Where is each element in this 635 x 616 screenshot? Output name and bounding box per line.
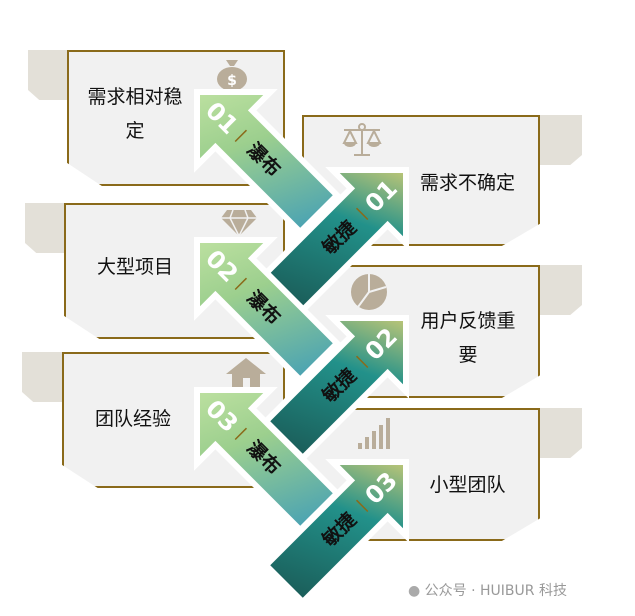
watermark-text: 公众号 · HUIBUR 科技 [424, 583, 567, 599]
divider [234, 129, 248, 143]
card-tab [25, 203, 70, 253]
divider [234, 277, 248, 291]
house-icon [226, 358, 266, 389]
watermark: ● 公众号 · HUIBUR 科技 [408, 580, 567, 600]
svg-text:$: $ [227, 73, 237, 89]
money-bag-icon: $ [217, 60, 247, 91]
card-tab [535, 408, 582, 458]
agile-card-2-text: 用户反馈重要 [420, 310, 516, 366]
divider [234, 427, 248, 441]
signal-bars-icon [358, 418, 390, 449]
card-tab [28, 50, 73, 100]
card-tab [535, 265, 582, 315]
agile-card-1-text: 需求不确定 [419, 172, 515, 194]
divider [355, 355, 369, 369]
diamond-icon [221, 209, 257, 237]
waterfall-card-1-text: 需求相对稳定 [87, 86, 183, 142]
divider [355, 499, 369, 513]
card-tab [22, 352, 67, 402]
wechat-icon: ● [408, 583, 421, 599]
card-tab [535, 115, 582, 165]
pie-chart-icon [351, 274, 387, 310]
waterfall-card-2-text: 大型项目 [96, 256, 173, 278]
divider [355, 207, 369, 221]
scale-icon [342, 123, 382, 156]
agile-card-3-text: 小型团队 [429, 474, 506, 496]
waterfall-card-3-text: 团队经验 [94, 408, 171, 430]
